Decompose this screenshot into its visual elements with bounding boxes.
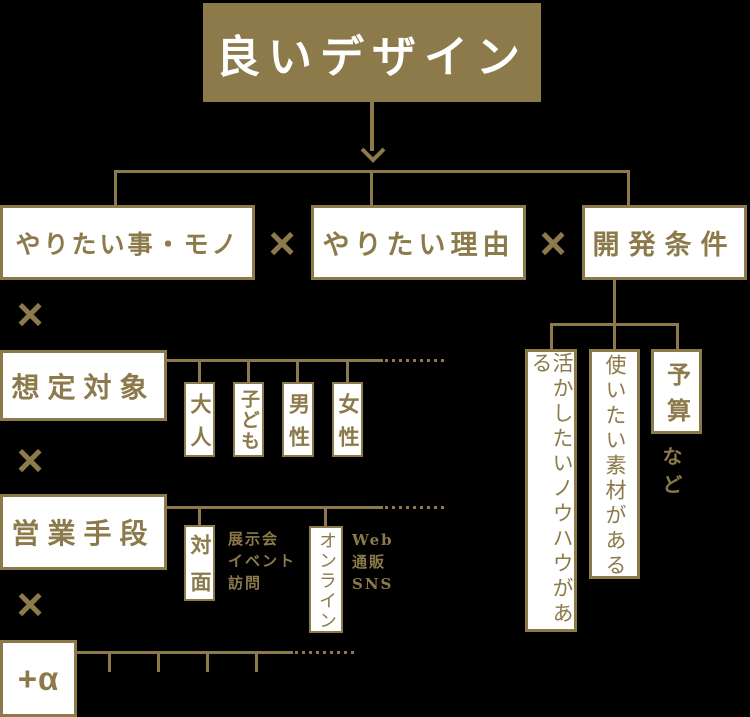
node-target-male: 男性 xyxy=(282,382,314,459)
node-target-adult: 大人 xyxy=(184,382,215,459)
node-dev-conditions: 開発条件 xyxy=(582,205,747,280)
root-node-good-design: 良いデザイン xyxy=(203,3,541,102)
connector-plus-tick-2 xyxy=(157,651,160,672)
connector-sales-drop-1 xyxy=(198,506,201,526)
connector-sales-dotted xyxy=(385,506,447,509)
online-example-sns: SNS xyxy=(352,575,394,593)
node-dev-knowhow-label: 活かしたいノウハウがある xyxy=(529,352,574,627)
node-dev-conditions-label: 開発条件 xyxy=(592,230,737,260)
dev-etc-note: など xyxy=(659,446,683,502)
sales-online-examples: Web 通販 SNS xyxy=(352,529,394,595)
node-plus-alpha: +α xyxy=(0,640,77,717)
node-target-child-label: 子ども xyxy=(238,389,259,452)
node-why-you-want: やりたい理由 xyxy=(311,205,526,280)
arrow-down-icon xyxy=(360,147,386,163)
node-sales-channel: 営業手段 xyxy=(0,494,167,570)
connector-dev-drop-2 xyxy=(613,323,616,350)
multiply-sign-1: × xyxy=(268,217,296,269)
node-sales-channel-label: 営業手段 xyxy=(11,518,156,549)
node-what-you-want-label: やりたい事・モノ xyxy=(15,229,240,259)
connector-plus-tick-1 xyxy=(108,651,111,672)
connector-sales-drop-2 xyxy=(324,506,327,527)
node-why-you-want-label: やりたい理由 xyxy=(322,230,515,261)
connector-sales-horizontal xyxy=(167,506,383,509)
node-dev-budget-label: 予算 xyxy=(662,361,692,434)
connector-dev-drop-1 xyxy=(550,323,553,350)
node-dev-knowhow: 活かしたいノウハウがある xyxy=(525,349,577,632)
connector-row2-right-drop xyxy=(627,170,630,205)
connector-target-drop-4 xyxy=(346,359,349,383)
node-target-female: 女性 xyxy=(332,382,363,459)
connector-target-dotted xyxy=(385,359,447,362)
node-plus-alpha-label: +α xyxy=(17,659,60,697)
online-example-mailorder: 通販 xyxy=(352,553,387,571)
node-target-male-label: 男性 xyxy=(286,392,310,459)
node-sales-face-to-face-label: 対面 xyxy=(188,534,211,608)
multiply-sign-4: × xyxy=(16,434,44,486)
connector-plus-horizontal xyxy=(77,651,293,654)
connector-plus-tick-4 xyxy=(255,651,258,672)
node-what-you-want: やりたい事・モノ xyxy=(0,205,255,280)
connector-plus-tick-3 xyxy=(206,651,209,672)
node-target-adult-label: 大人 xyxy=(188,392,211,459)
connector-plus-dotted xyxy=(295,651,355,654)
node-dev-budget: 予算 xyxy=(651,349,702,434)
connector-row2-mid-drop xyxy=(370,170,373,205)
connector-target-drop-1 xyxy=(198,359,201,383)
node-dev-material-label: 使いたい素材がある xyxy=(603,353,627,579)
offline-example-event: イベント xyxy=(228,553,297,570)
online-example-web: Web xyxy=(352,531,394,549)
node-target-audience: 想定対象 xyxy=(0,350,167,421)
connector-dev-drop-3 xyxy=(676,323,679,350)
node-target-child: 子ども xyxy=(233,382,264,457)
arrow-shaft xyxy=(370,102,374,151)
offline-example-exhibition: 展示会 xyxy=(228,531,280,548)
root-title: 良いデザイン xyxy=(216,31,528,83)
node-dev-material: 使いたい素材がある xyxy=(589,349,640,579)
connector-target-horizontal xyxy=(167,359,383,362)
node-sales-online: オンライン xyxy=(309,526,343,633)
connector-dev-vertical xyxy=(613,280,616,325)
multiply-sign-3: × xyxy=(16,288,44,340)
node-sales-face-to-face: 対面 xyxy=(184,525,215,608)
node-target-audience-label: 想定対象 xyxy=(11,371,156,403)
connector-row2-left-drop xyxy=(114,170,117,205)
connector-target-drop-3 xyxy=(296,359,299,383)
node-target-female-label: 女性 xyxy=(336,392,359,459)
offline-example-visit: 訪問 xyxy=(228,575,263,592)
multiply-sign-2: × xyxy=(539,217,567,269)
multiply-sign-5: × xyxy=(16,578,44,630)
sales-offline-examples: 展示会 イベント 訪問 xyxy=(228,529,296,595)
node-sales-online-label: オンライン xyxy=(316,530,337,631)
connector-target-drop-2 xyxy=(247,359,250,383)
